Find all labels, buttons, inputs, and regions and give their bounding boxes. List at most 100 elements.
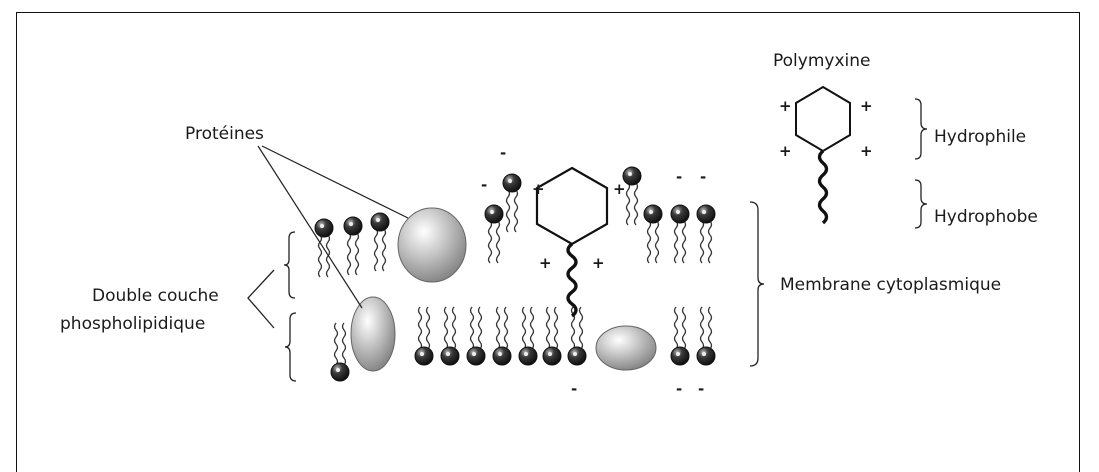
legend-tail <box>820 151 827 223</box>
lipid-tail <box>356 233 359 275</box>
phospholipid <box>648 221 659 263</box>
plus-membrane-4: + <box>592 254 605 272</box>
lipid-head-highlight <box>349 222 353 226</box>
lipid-tail <box>675 221 678 263</box>
lipid-head <box>493 347 511 365</box>
protein-upper <box>398 208 466 282</box>
minus-top-3: - <box>676 168 682 186</box>
bilayer-label-line1: Double couche <box>92 286 219 306</box>
lipid-tail <box>505 307 508 349</box>
hydrophilic-bracket <box>915 99 927 159</box>
minus-bottom-1: - <box>571 380 577 398</box>
lipid-head <box>441 347 459 365</box>
hydrophobic-bracket <box>915 180 927 228</box>
minus-bottom-2: - <box>676 380 682 398</box>
lipid-tail <box>709 221 712 263</box>
legend-plus-bottom-right: + <box>860 142 873 160</box>
lipid-tail <box>471 307 474 349</box>
polymyxin-hexagon <box>537 168 607 244</box>
lipid-tail <box>343 323 346 365</box>
minus-top-2: - <box>481 176 487 194</box>
lipid-tail <box>648 221 651 263</box>
bilayer-chevron <box>248 270 274 328</box>
minus-bottom-3: - <box>698 380 704 398</box>
lipid-tail <box>375 229 378 271</box>
lipid-head <box>519 347 537 365</box>
lipid-tail <box>348 233 351 275</box>
lipid-head <box>467 347 485 365</box>
lipid-head <box>644 205 662 223</box>
phospholipid <box>675 221 686 263</box>
phospholipid <box>675 307 686 349</box>
lipid-head <box>315 219 333 237</box>
lipid-tail <box>701 307 704 349</box>
membrane-diagram: Protéines Double couche phospholipidique… <box>0 0 1099 453</box>
lipid-head-highlight <box>446 352 450 356</box>
plus-membrane-2: + <box>613 180 626 198</box>
phospholipid <box>547 307 558 349</box>
phospholipid <box>523 307 534 349</box>
lipid-tail <box>580 307 583 349</box>
membrane-label: Membrane cytoplasmique <box>780 275 1001 295</box>
phospholipid <box>348 233 359 275</box>
lipid-tail <box>335 323 338 365</box>
lipid-head-highlight <box>472 352 476 356</box>
lipid-head <box>415 347 433 365</box>
phospholipid <box>701 221 712 263</box>
lipid-head <box>543 347 561 365</box>
lipid-head-highlight <box>628 172 632 176</box>
lipid-head-highlight <box>376 218 380 222</box>
lipid-tail <box>555 307 558 349</box>
lipid-tail <box>675 307 678 349</box>
lipid-tail <box>427 307 430 349</box>
protein-lower-left <box>351 297 395 371</box>
lipid-tail <box>701 221 704 263</box>
phospholipid <box>497 307 508 349</box>
plus-membrane-1: + <box>532 180 545 198</box>
lipid-tail <box>635 183 638 225</box>
hydrophobic-label: Hydrophobe <box>934 207 1038 227</box>
phospholipid <box>627 183 638 225</box>
lipid-head-highlight <box>676 210 680 214</box>
lipid-tail <box>627 183 630 225</box>
lipid-head-highlight <box>336 368 340 372</box>
lipid-tail <box>419 307 422 349</box>
lipid-tail <box>523 307 526 349</box>
phospholipid <box>319 235 330 277</box>
lipid-tail <box>445 307 448 349</box>
minus-top-4: - <box>700 168 706 186</box>
lipid-head-highlight <box>702 352 706 356</box>
phospholipid <box>335 323 346 365</box>
lipid-head-highlight <box>676 352 680 356</box>
lipid-head <box>344 217 362 235</box>
membrane-bracket <box>750 202 764 366</box>
bilayer-label-line2: phospholipidique <box>60 314 205 334</box>
lipid-head <box>331 363 349 381</box>
proteins-label: Protéines <box>185 124 264 144</box>
phospholipid <box>445 307 456 349</box>
hydrophilic-label: Hydrophile <box>934 127 1026 147</box>
lipid-tail <box>479 307 482 349</box>
lipid-tail <box>531 307 534 349</box>
lipid-tail <box>507 190 510 232</box>
legend-plus-top-right: + <box>860 97 873 115</box>
protein-pointer-upper <box>262 146 408 218</box>
lipid-tail <box>547 307 550 349</box>
legend-hexagon <box>796 87 850 151</box>
lipid-tail <box>497 307 500 349</box>
phospholipid <box>471 307 482 349</box>
lipid-tail <box>497 221 500 263</box>
lipid-tail <box>515 190 518 232</box>
legend-plus-bottom-left: + <box>779 142 792 160</box>
phospholipid <box>489 221 500 263</box>
protein-lower-right <box>596 326 656 370</box>
lipid-head <box>503 174 521 192</box>
lipid-head-highlight <box>548 352 552 356</box>
lipid-tail <box>489 221 492 263</box>
lipid-head <box>697 205 715 223</box>
lipid-head <box>485 205 503 223</box>
lipid-head-highlight <box>508 179 512 183</box>
lipid-tail <box>453 307 456 349</box>
polymyxin-tail <box>568 244 576 316</box>
bilayer-bracket-top <box>284 232 295 298</box>
